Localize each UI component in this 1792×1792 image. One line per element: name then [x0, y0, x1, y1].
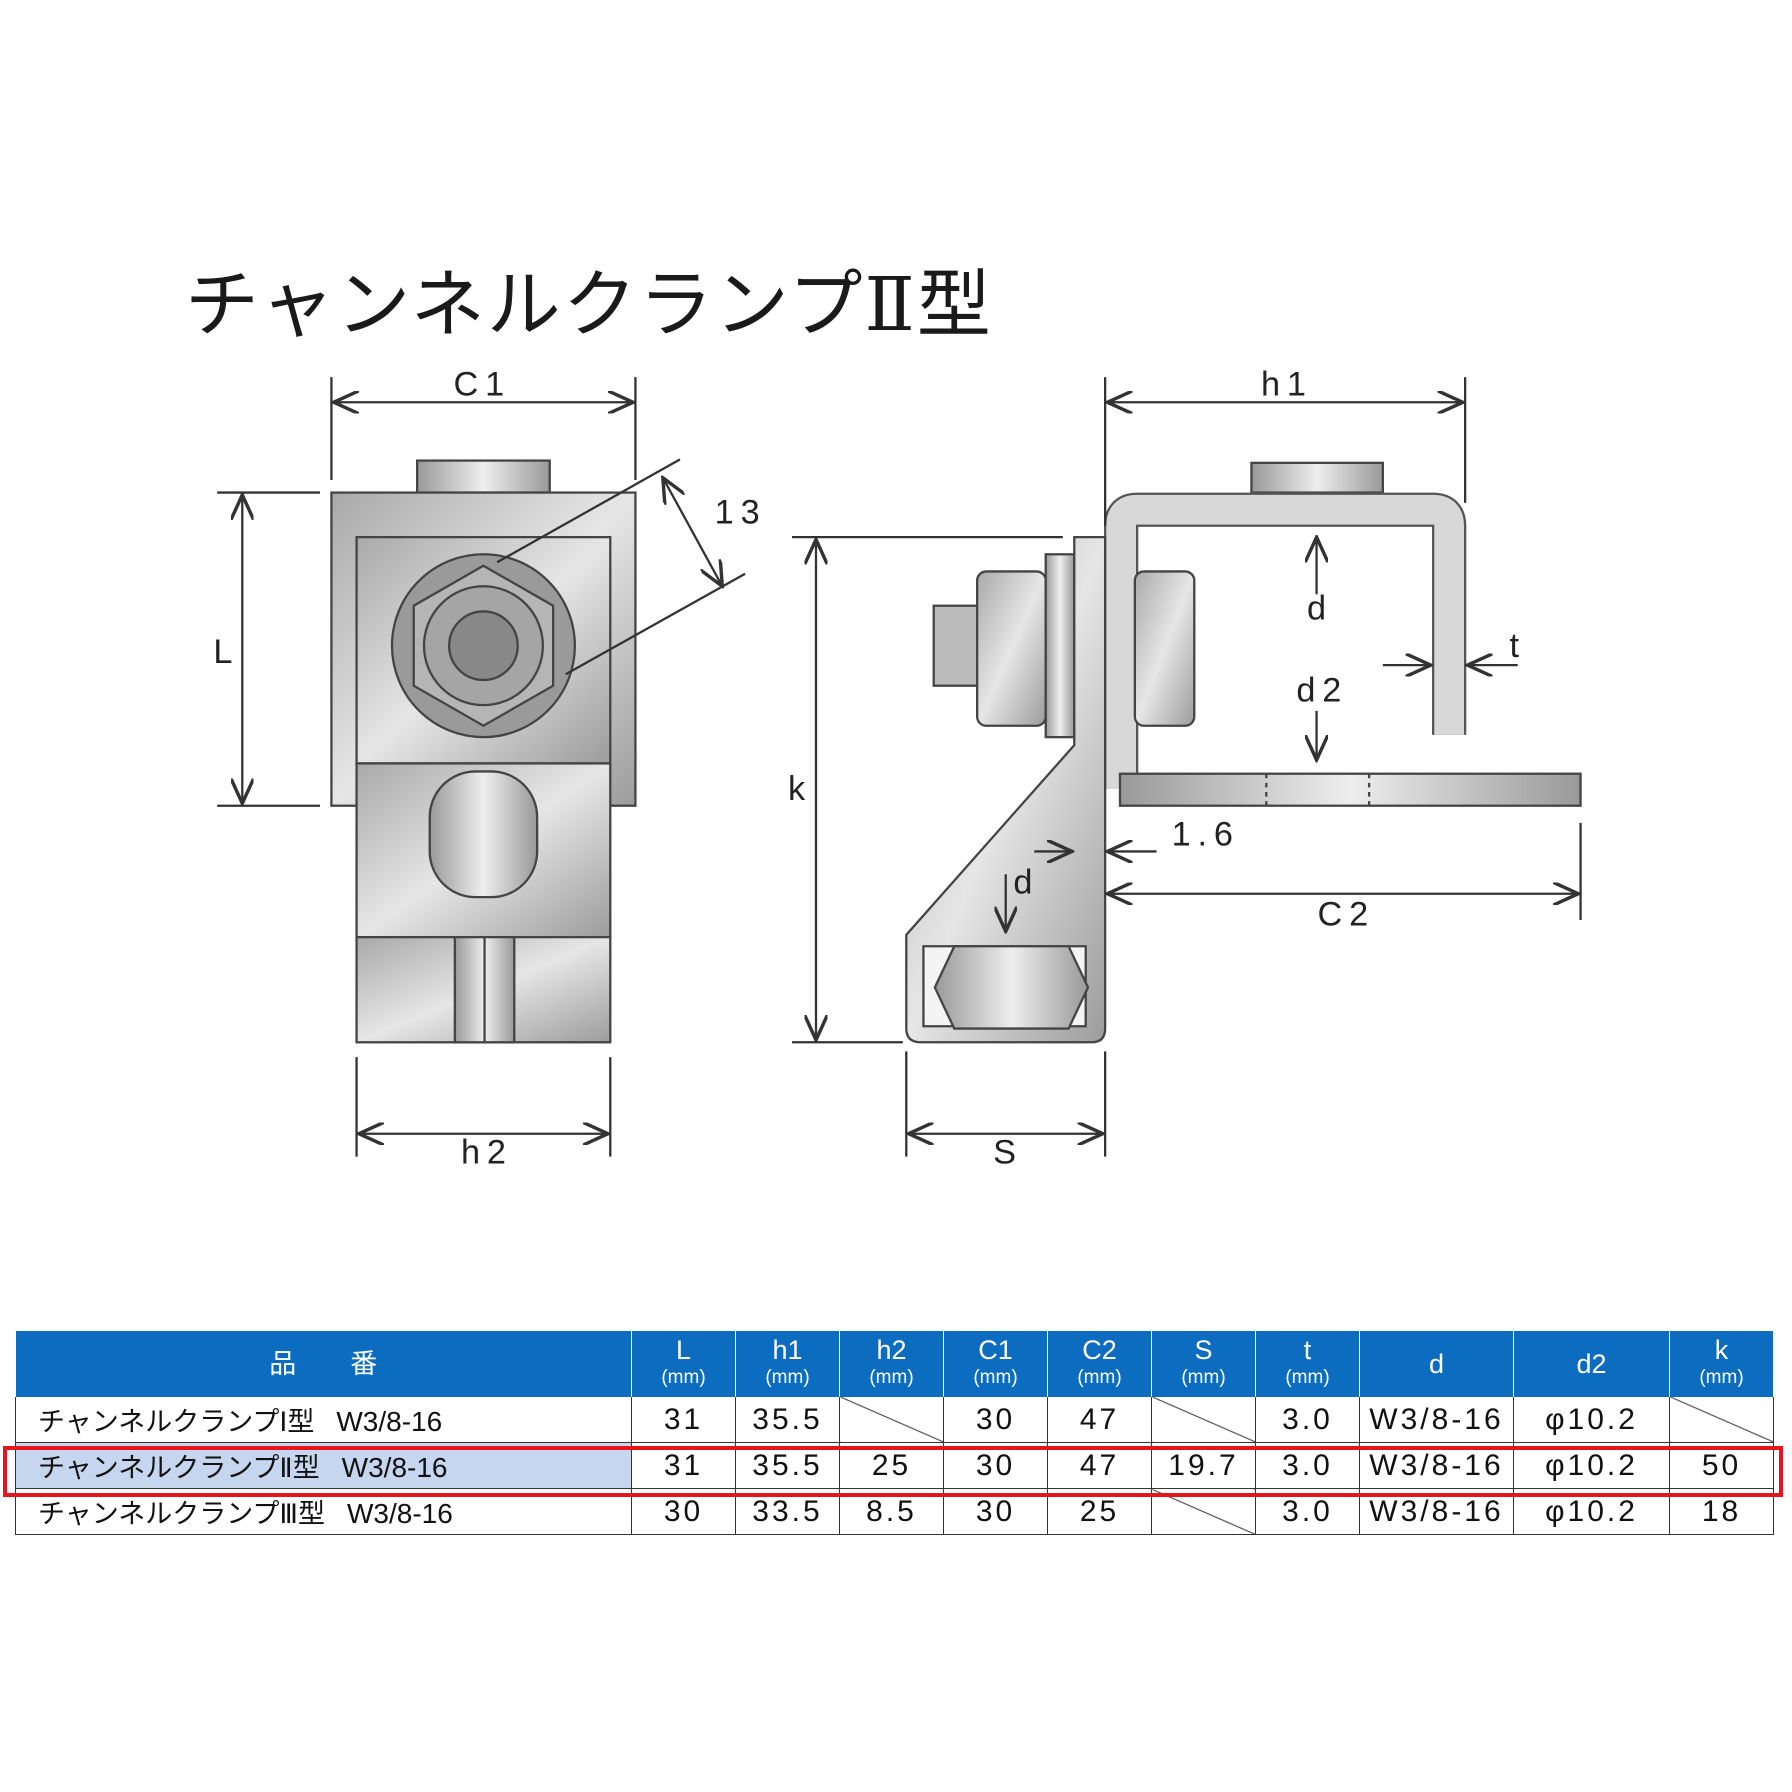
header-t: t(mm)	[1255, 1331, 1360, 1397]
value-cell: 3.0	[1255, 1442, 1360, 1489]
header-d2: d2	[1513, 1331, 1670, 1397]
dim-label-13: 13	[715, 493, 767, 531]
header-h1: h1(mm)	[735, 1331, 840, 1397]
dim-label-d-lower: d	[1013, 864, 1039, 902]
product-name-cell: チャンネルクランプⅠ型 W3/8-16	[15, 1397, 632, 1443]
dim-label-h1: h1	[1261, 365, 1313, 403]
value-cell: 31	[631, 1442, 736, 1489]
spec-table: 品 番 L(mm)h1(mm)h2(mm)C1(mm)C2(mm)S(mm)t(…	[15, 1331, 1774, 1535]
header-label: C1	[978, 1335, 1013, 1365]
header-h2: h2(mm)	[839, 1331, 944, 1397]
dim-label-t: t	[1510, 627, 1526, 665]
header-unit: (mm)	[765, 1367, 810, 1388]
header-d: d	[1359, 1331, 1514, 1397]
bracket	[905, 536, 1107, 1044]
header-label: S	[1194, 1335, 1213, 1365]
product-name: チャンネルクランプⅠ型	[38, 1407, 315, 1437]
header-label: t	[1303, 1335, 1312, 1365]
side-view	[905, 461, 1582, 1044]
nut	[975, 570, 1047, 727]
top-nut	[416, 459, 551, 494]
product-name-cell: チャンネルクランプⅡ型 W3/8-16	[15, 1442, 632, 1489]
table-header: 品 番 L(mm)h1(mm)h2(mm)C1(mm)C2(mm)S(mm)t(…	[15, 1331, 1774, 1397]
header-label: C2	[1082, 1335, 1117, 1365]
dim-label-1-6: 1.6	[1172, 816, 1240, 854]
highlight-box	[3, 1446, 1783, 1497]
header-unit: (mm)	[661, 1367, 706, 1388]
side-dimensions: h1 k d d2 t 1.6 C2 d S	[788, 365, 1582, 1171]
bolt-thread	[932, 604, 981, 687]
value-cell: 30	[943, 1397, 1048, 1443]
product-name: チャンネルクランプⅡ型	[38, 1453, 320, 1483]
value-cell: W3/8-16	[1359, 1442, 1514, 1489]
dim-label-s: S	[993, 1133, 1023, 1171]
value-cell: φ10.2	[1513, 1442, 1670, 1489]
header-c2: C2(mm)	[1047, 1331, 1152, 1397]
value-cell: 3.0	[1255, 1397, 1360, 1443]
header-label: d2	[1576, 1348, 1607, 1379]
header-unit: (mm)	[1181, 1367, 1226, 1388]
front-dimensions: C1 L 13 h2	[213, 365, 767, 1171]
header-unit: (mm)	[973, 1367, 1018, 1388]
header-unit: (mm)	[869, 1367, 914, 1388]
header-label: d	[1428, 1348, 1445, 1379]
header-s: S(mm)	[1151, 1331, 1256, 1397]
dim-label-d2: d2	[1296, 672, 1348, 710]
dim-label-c1: C1	[454, 365, 512, 403]
page-title: チャンネルクランプⅡ型	[185, 262, 993, 348]
header-k: k(mm)	[1669, 1331, 1774, 1397]
value-cell: 47	[1047, 1397, 1152, 1443]
empty-cell	[1669, 1397, 1774, 1443]
product-code: W3/8-16	[347, 1498, 453, 1529]
dim-label-l: L	[213, 633, 239, 671]
product-name: チャンネルクランプⅢ型	[38, 1499, 325, 1529]
header-label: h1	[772, 1335, 803, 1365]
product-code: W3/8-16	[336, 1406, 443, 1437]
value-cell: 31	[631, 1397, 736, 1443]
header-unit: (mm)	[1699, 1367, 1744, 1388]
header-label: k	[1714, 1335, 1729, 1365]
value-cell: 19.7	[1151, 1442, 1256, 1489]
value-cell: φ10.2	[1513, 1397, 1670, 1443]
empty-cell	[839, 1397, 944, 1443]
header-c1: C1(mm)	[943, 1331, 1048, 1397]
value-cell: 35.5	[735, 1442, 840, 1489]
header-l: L(mm)	[631, 1331, 736, 1397]
dim-label-c2: C2	[1318, 896, 1376, 934]
dim-label-k: k	[788, 770, 812, 808]
header-unit: (mm)	[1285, 1367, 1330, 1388]
product-code: W3/8-16	[341, 1452, 448, 1483]
value-cell: 25	[839, 1442, 944, 1489]
value-cell: 35.5	[735, 1397, 840, 1443]
header-product-number: 品 番	[15, 1331, 632, 1397]
front-view	[330, 459, 637, 1044]
dim-label-d: d	[1307, 589, 1333, 627]
header-label: h2	[876, 1335, 907, 1365]
header-label: L	[675, 1335, 692, 1365]
bottom-nut	[933, 945, 1090, 1030]
value-cell: 50	[1669, 1442, 1774, 1489]
value-cell: W3/8-16	[1359, 1397, 1514, 1443]
header-unit: (mm)	[1077, 1367, 1122, 1388]
empty-cell	[1151, 1397, 1256, 1443]
dim-label-h2: h2	[461, 1133, 513, 1171]
